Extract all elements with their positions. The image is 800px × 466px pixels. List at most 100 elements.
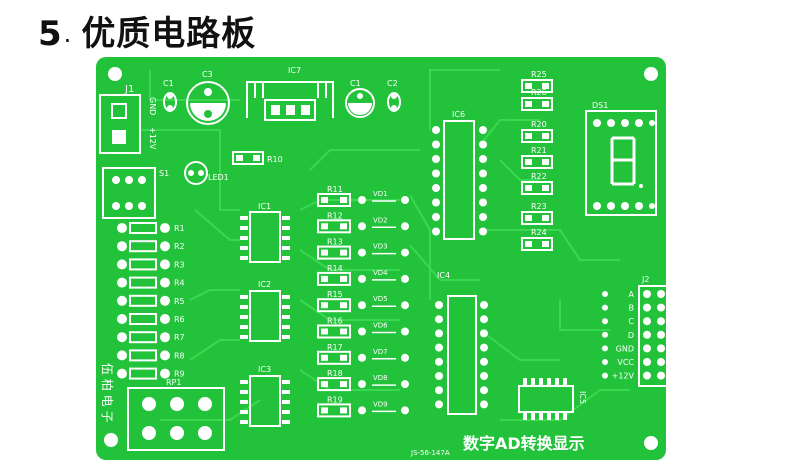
resistor-r6: R6 <box>117 313 185 325</box>
resistor-label: R23 <box>531 202 547 211</box>
resistor-label: R24 <box>531 228 547 237</box>
diode-label: VD6 <box>373 322 388 330</box>
resistor-label: R13 <box>327 238 343 247</box>
resistor-label: R26 <box>531 88 547 97</box>
resistor-label: R16 <box>327 317 343 326</box>
resistor-r22: R22 <box>521 172 553 195</box>
ic3-label: IC3 <box>258 365 271 374</box>
diode-label: VD4 <box>373 269 388 277</box>
capacitor-c3: C3 <box>186 70 230 125</box>
mounting-hole <box>644 436 658 450</box>
pcb-code: JS-56-147A <box>410 449 450 457</box>
diode-vd9: VD9 <box>358 400 409 415</box>
heading-number: 5 <box>38 14 62 54</box>
diode-label: VD9 <box>373 400 388 408</box>
resistor-r24: R24 <box>521 228 553 251</box>
resistor-r4: R4 <box>117 276 185 289</box>
diode-vd1: VD1 <box>358 190 409 204</box>
potentiometer-rp1: RP1 <box>127 378 225 451</box>
c3-label: C3 <box>202 70 213 79</box>
resistor-r14: R14 <box>317 264 351 286</box>
ds1-label: DS1 <box>592 101 608 110</box>
chip-ic1: IC1 <box>240 202 290 263</box>
heading-separator: . <box>63 20 72 48</box>
j2-pin-label: A <box>629 290 635 299</box>
mounting-holes <box>104 67 658 450</box>
ic6-label: IC6 <box>452 110 465 119</box>
rp1-label: RP1 <box>166 378 181 387</box>
diode-label: VD7 <box>373 348 388 356</box>
resistor-r25: R25 <box>521 70 553 93</box>
resistor-r11: R11 <box>317 185 351 207</box>
ic2-label: IC2 <box>258 280 271 289</box>
resistor-label: R22 <box>531 172 547 181</box>
j1-label: J1 <box>124 84 134 95</box>
chip-ic2: IC2 <box>240 280 290 342</box>
resistor-label: R18 <box>327 369 343 378</box>
s1-label: S1 <box>159 169 169 178</box>
chip-ic3: IC3 <box>240 365 290 427</box>
diode-label: VD5 <box>373 295 388 303</box>
j2-pin-label: VCC <box>617 358 634 367</box>
c1-right-label: C1 <box>350 79 361 88</box>
resistor-r26: R26 <box>521 88 553 111</box>
resistor-label: R14 <box>327 264 343 273</box>
resistor-label: R19 <box>327 395 343 404</box>
board-title: 数字AD转换显示 <box>463 434 585 453</box>
resistor-label: R4 <box>174 279 185 288</box>
diode-vd2: VD2 <box>358 216 409 231</box>
seven-segment-display-ds1: DS1 <box>585 101 657 216</box>
ic5-label: IC5 <box>578 391 587 404</box>
capacitor-c2: C2 <box>387 79 401 112</box>
resistor-r12: R12 <box>317 211 351 234</box>
resistor-label: R3 <box>174 260 185 269</box>
copper-traces <box>140 69 630 421</box>
resistor-r17: R17 <box>317 343 351 365</box>
resistor-r9: R9 <box>117 367 185 380</box>
resistor-r7: R7 <box>117 331 185 344</box>
diode-label: VD8 <box>373 374 388 382</box>
resistor-r21: R21 <box>521 146 553 169</box>
diode-vd8: VD8 <box>358 374 409 389</box>
c1-left-label: C1 <box>163 79 174 88</box>
diode-vd4: VD4 <box>358 269 409 283</box>
ic7-label: IC7 <box>288 66 301 75</box>
chip-ic4: IC4 <box>435 271 488 415</box>
switch-s1: S1 <box>102 167 169 219</box>
resistor-label: R12 <box>327 211 343 220</box>
resistor-label: R15 <box>327 290 343 299</box>
mounting-hole <box>108 67 122 81</box>
capacitor-c1-left: C1 <box>163 79 177 112</box>
resistor-r18: R18 <box>317 369 351 392</box>
resistor-label: R25 <box>531 70 547 79</box>
led-label: LED1 <box>208 173 229 182</box>
resistor-label: R2 <box>174 242 185 251</box>
heading-title: 优质电路板 <box>81 14 257 54</box>
resistor-label: R1 <box>174 224 185 233</box>
j2-pin-label: +12V <box>612 372 635 381</box>
ic1-label: IC1 <box>258 202 271 211</box>
resistor-label: R20 <box>531 120 547 129</box>
diode-vd7: VD7 <box>358 348 409 362</box>
connector-j1: J1 GND +12V <box>99 84 157 154</box>
diode-label: VD1 <box>373 190 388 198</box>
diode-vd5: VD5 <box>358 295 409 310</box>
diode-vd6: VD6 <box>358 322 409 336</box>
resistor-label: R6 <box>174 315 185 324</box>
chip-ic5: IC5 <box>518 378 587 420</box>
resistor-r2: R2 <box>117 240 185 253</box>
j1-12v-label: +12V <box>148 127 157 150</box>
j2-pin-label: D <box>628 331 634 340</box>
j2-label: J2 <box>641 275 649 284</box>
resistor-label: R5 <box>174 297 185 306</box>
diode-label: VD3 <box>373 243 388 251</box>
resistor-r10: R10 <box>232 151 283 165</box>
j2-pin-label: C <box>628 317 634 326</box>
resistor-r1: R1 <box>117 222 185 234</box>
resistor-label: R21 <box>531 146 547 155</box>
